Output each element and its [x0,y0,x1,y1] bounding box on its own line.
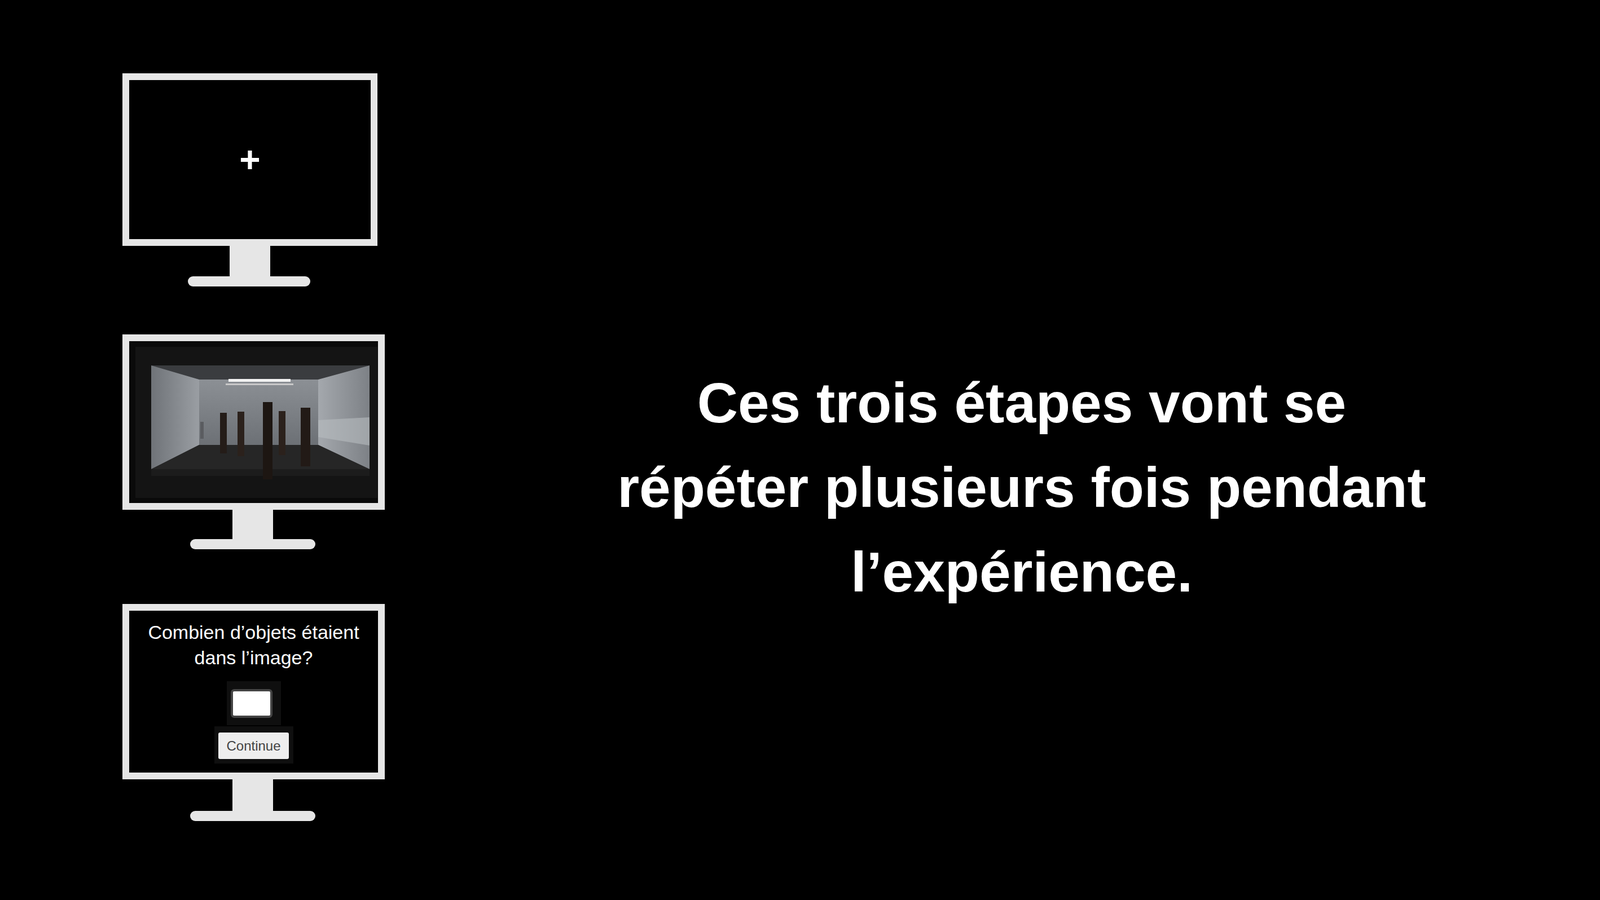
monitor-stand [190,506,316,550]
monitor-stand [190,778,316,822]
button-label: Continue [226,738,281,755]
monitor-fixation-screen: + [122,73,378,246]
screen-text: + [239,141,261,178]
monitor-stand [187,244,311,287]
monitor-with-room-image [125,337,382,507]
continue-button: Continue [218,732,289,760]
instruction-text: Ces trois étapes vont se répéter plusieu… [598,360,1445,615]
screen-text: Combien d’objets étaient dans l’image? [129,620,378,671]
answer-input [214,681,294,764]
monitor-question-screen: Combien d’objets étaient dans l’image? Co… [122,604,385,780]
